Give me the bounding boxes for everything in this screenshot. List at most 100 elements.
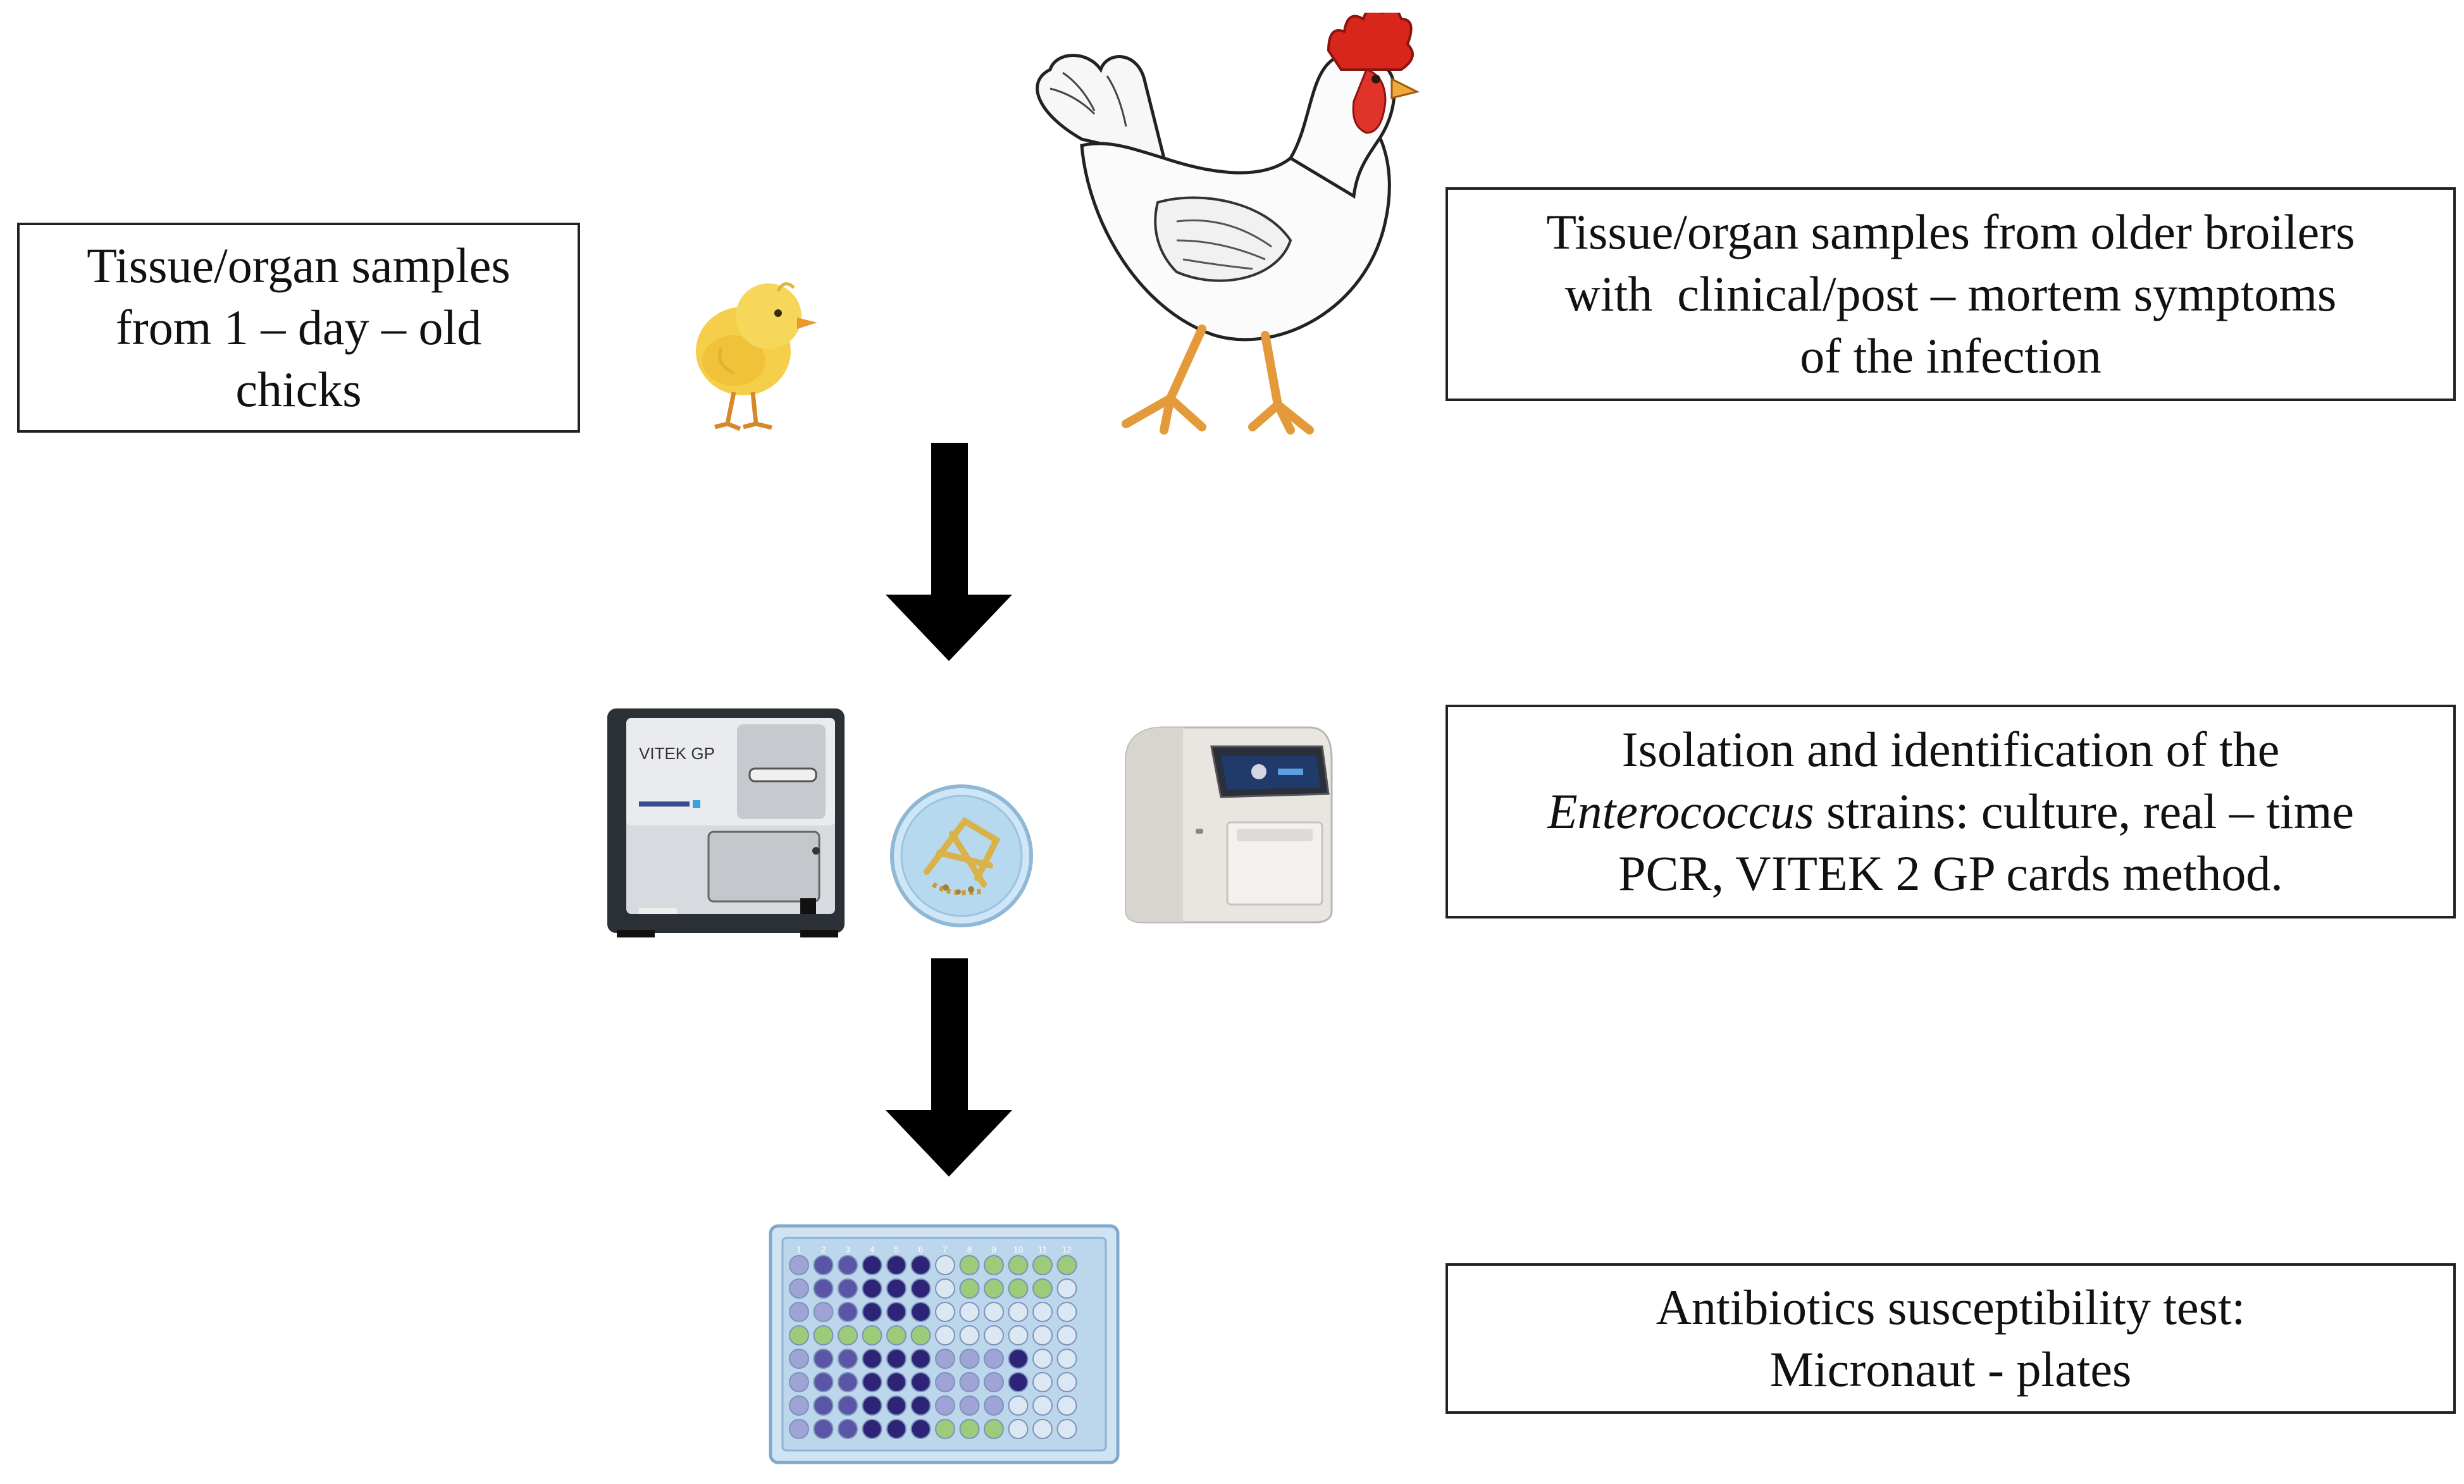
plate-well xyxy=(910,1372,931,1392)
plate-well xyxy=(935,1278,955,1299)
plate-well xyxy=(886,1302,907,1322)
plate-well xyxy=(838,1419,858,1439)
plate-well xyxy=(910,1395,931,1416)
plate-column-label: 5 xyxy=(894,1244,899,1254)
plate-well xyxy=(1032,1395,1053,1416)
plate-well xyxy=(984,1349,1004,1369)
plate-well xyxy=(984,1372,1004,1392)
plate-wells xyxy=(789,1255,1077,1439)
plate-well xyxy=(838,1278,858,1299)
plate-well xyxy=(935,1302,955,1322)
plate-well xyxy=(1008,1372,1029,1392)
plate-well xyxy=(838,1255,858,1275)
plate-well xyxy=(1008,1395,1029,1416)
plate-column-label: 7 xyxy=(943,1244,948,1254)
plate-column-label: 4 xyxy=(870,1244,875,1254)
plate-column-label: 1 xyxy=(796,1244,802,1254)
plate-column-label: 3 xyxy=(845,1244,850,1254)
plate-well xyxy=(959,1325,980,1345)
broiler-samples-line-3: of the infection xyxy=(1800,328,2102,383)
plate-well xyxy=(935,1419,955,1439)
plate-well xyxy=(935,1349,955,1369)
plate-well xyxy=(886,1278,907,1299)
plate-well xyxy=(838,1349,858,1369)
arrow-down-icon xyxy=(886,443,1012,661)
plate-well xyxy=(1032,1255,1053,1275)
plate-well xyxy=(959,1278,980,1299)
chick-samples-line-3: chicks xyxy=(235,362,362,417)
chick-samples-line-1: Tissue/organ samples xyxy=(87,238,511,293)
plate-column-label: 11 xyxy=(1038,1244,1048,1254)
petri-dish-icon xyxy=(890,784,1033,927)
vitek-label: VITEK GP xyxy=(639,744,715,763)
plate-well xyxy=(789,1255,809,1275)
plate-well xyxy=(862,1349,882,1369)
plate-well xyxy=(1008,1349,1029,1369)
plate-well xyxy=(789,1349,809,1369)
plate-well xyxy=(862,1325,882,1345)
plate-well xyxy=(1056,1395,1077,1416)
plate-well xyxy=(813,1395,834,1416)
plate-well xyxy=(1008,1302,1029,1322)
plate-well xyxy=(935,1325,955,1345)
plate-well xyxy=(838,1395,858,1416)
plate-well xyxy=(789,1419,809,1439)
plate-well xyxy=(984,1255,1004,1275)
ast-line-2: Micronaut - plates xyxy=(1769,1342,2132,1397)
plate-well xyxy=(1008,1419,1029,1439)
broiler-samples-line-1: Tissue/organ samples from older broilers xyxy=(1546,204,2355,259)
isolation-line-3: PCR, VITEK 2 GP cards method. xyxy=(1618,846,2283,901)
plate-well xyxy=(813,1302,834,1322)
plate-column-label: 6 xyxy=(919,1244,924,1254)
plate-well xyxy=(862,1255,882,1275)
plate-well xyxy=(813,1278,834,1299)
plate-well xyxy=(1056,1419,1077,1439)
plate-well xyxy=(984,1278,1004,1299)
plate-well xyxy=(862,1395,882,1416)
plate-well xyxy=(984,1395,1004,1416)
genus-name: Enterococcus xyxy=(1547,784,1814,839)
broiler-samples-box: Tissue/organ samples from older broilers… xyxy=(1446,187,2456,401)
plate-column-label: 12 xyxy=(1062,1244,1072,1254)
plate-well xyxy=(813,1419,834,1439)
plate-column-label: 9 xyxy=(991,1244,996,1254)
plate-well xyxy=(886,1255,907,1275)
plate-well xyxy=(984,1419,1004,1439)
plate-well xyxy=(838,1302,858,1322)
plate-well xyxy=(910,1255,931,1275)
plate-well xyxy=(959,1419,980,1439)
arrow-down-icon xyxy=(886,958,1012,1177)
plate-column-label: 10 xyxy=(1013,1244,1024,1254)
plate-well xyxy=(1032,1325,1053,1345)
plate-well xyxy=(789,1278,809,1299)
plate-well xyxy=(1032,1278,1053,1299)
plate-well xyxy=(1056,1302,1077,1322)
plate-well xyxy=(1008,1278,1029,1299)
susceptibility-test-box: Antibiotics susceptibility test: Microna… xyxy=(1446,1263,2456,1414)
plate-well xyxy=(789,1372,809,1392)
plate-well xyxy=(1056,1349,1077,1369)
chick-samples-line-2: from 1 – day – old xyxy=(115,300,482,355)
plate-well xyxy=(959,1395,980,1416)
vitek-instrument-icon: VITEK GP xyxy=(607,708,845,937)
plate-well xyxy=(1032,1372,1053,1392)
plate-well xyxy=(959,1255,980,1275)
plate-well xyxy=(838,1372,858,1392)
plate-well xyxy=(1032,1419,1053,1439)
plate-well xyxy=(984,1325,1004,1345)
plate-well xyxy=(862,1372,882,1392)
plate-well xyxy=(910,1349,931,1369)
chick-icon xyxy=(696,282,817,431)
plate-well xyxy=(1056,1372,1077,1392)
plate-well xyxy=(862,1278,882,1299)
plate-well xyxy=(838,1325,858,1345)
plate-well xyxy=(862,1302,882,1322)
plate-well xyxy=(813,1349,834,1369)
plate-well xyxy=(1056,1278,1077,1299)
plate-well xyxy=(910,1419,931,1439)
broiler-samples-line-2: with clinical/post – mortem symptoms xyxy=(1564,266,2337,321)
plate-column-label: 8 xyxy=(967,1244,972,1254)
plate-well xyxy=(935,1395,955,1416)
plate-well xyxy=(935,1255,955,1275)
